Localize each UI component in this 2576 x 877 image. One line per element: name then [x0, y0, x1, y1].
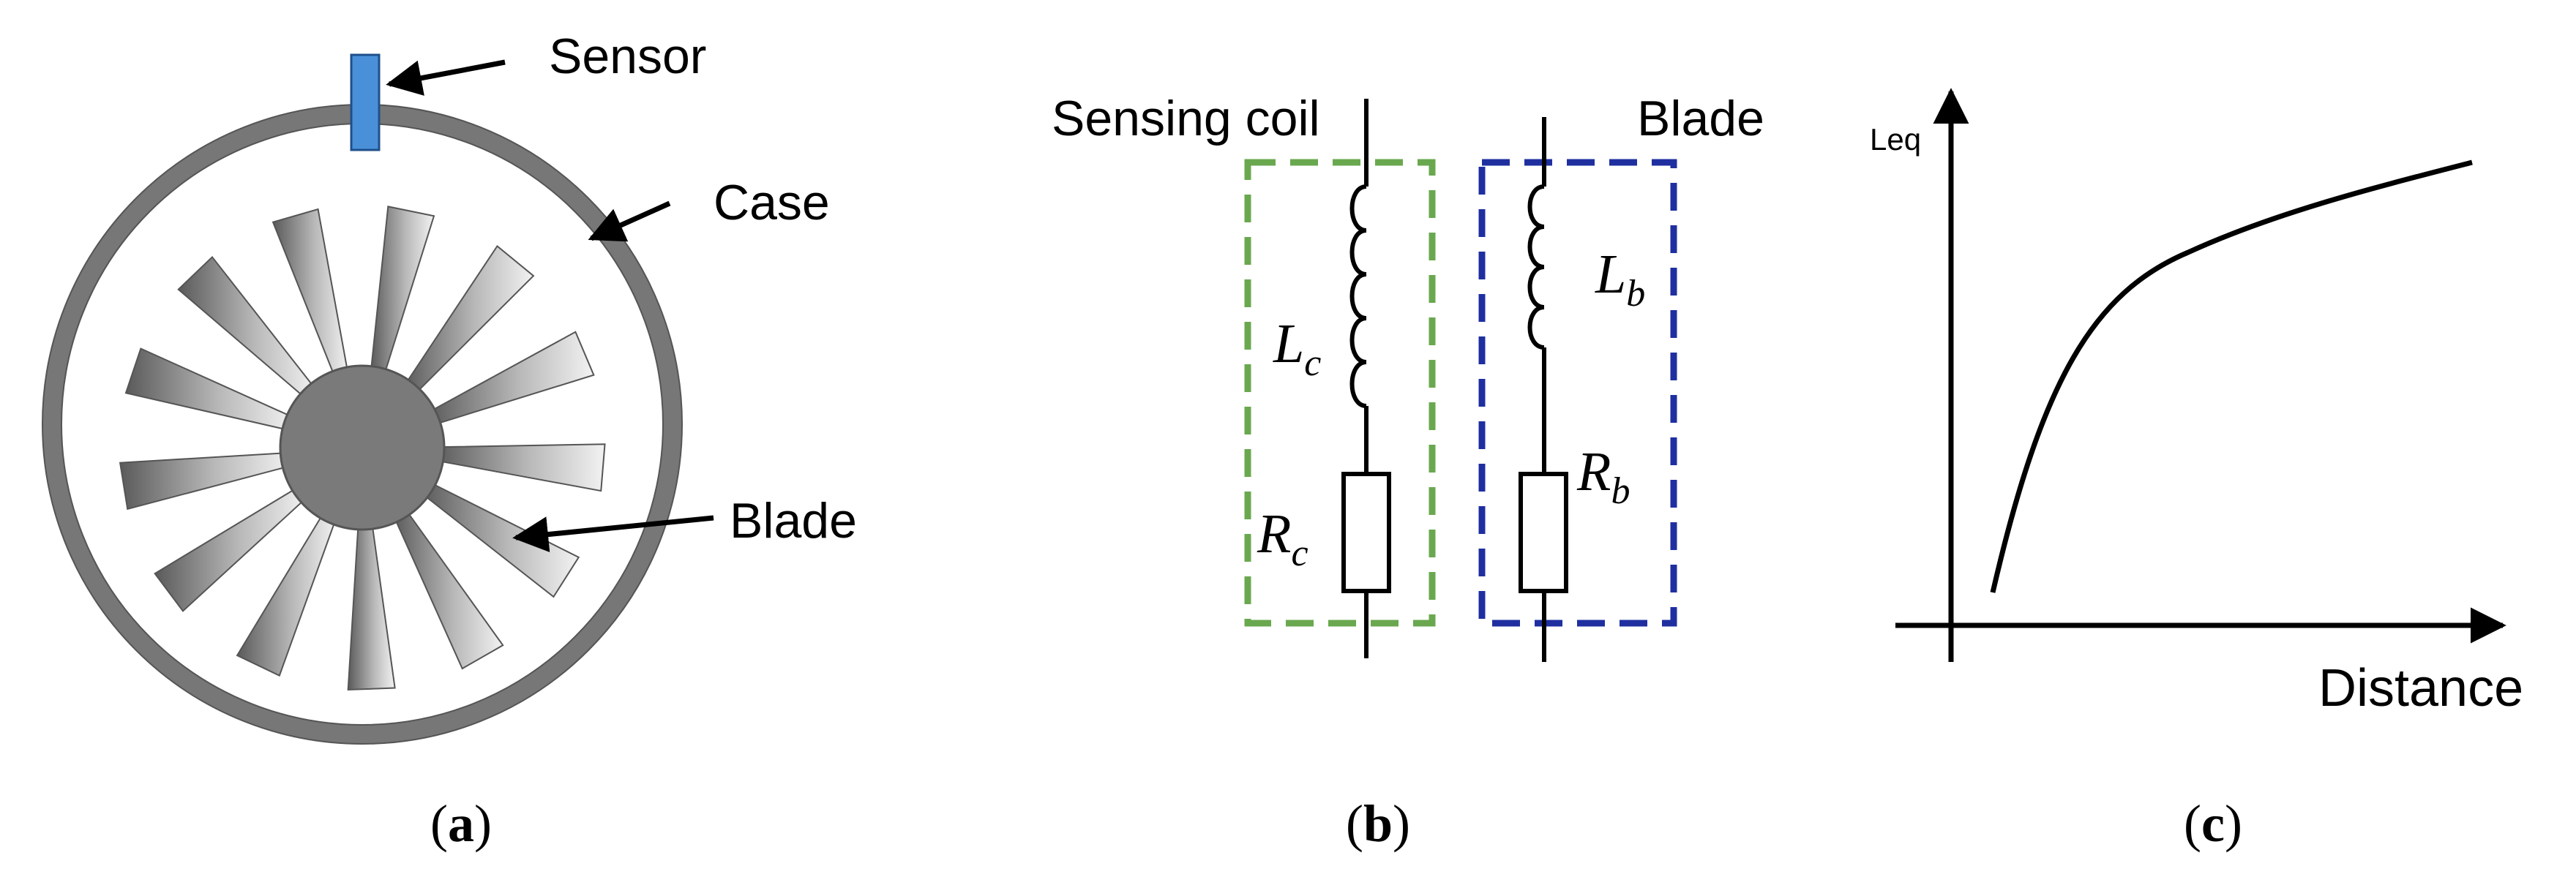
panel-a: Sensor Case Blade (a)	[42, 29, 857, 853]
inductor-lc	[1349, 184, 1367, 408]
sensor-label: Sensor	[549, 29, 706, 84]
lc-main: L	[1273, 313, 1304, 374]
lc-sub: c	[1304, 342, 1321, 384]
caption-b-open: (	[1346, 794, 1363, 853]
case-arrow	[588, 200, 671, 242]
hub	[279, 364, 446, 531]
caption-b-close: )	[1393, 794, 1410, 853]
rb-sub: b	[1611, 470, 1630, 512]
caption-c-open: (	[2184, 794, 2201, 853]
rc-label: Rc	[1257, 503, 1308, 574]
rc-main: R	[1257, 503, 1291, 565]
blades	[119, 206, 606, 691]
blade-arrow	[512, 515, 714, 552]
lb-sub: b	[1626, 273, 1645, 315]
caption-a-close: )	[474, 794, 492, 853]
blade-circuit-label: Blade	[1637, 91, 1764, 146]
y-axis-label: Leq	[1870, 122, 1921, 157]
panel-c: Leq Distance (c)	[1870, 88, 2523, 853]
panel-b: Sensing coil Blade Lc Rc Lb Rb (b)	[1052, 91, 1764, 853]
rc-sub: c	[1291, 532, 1308, 574]
blade-dashed-box	[1478, 159, 1677, 627]
leq-curve	[1990, 159, 2473, 593]
caption-b-letter: b	[1363, 794, 1393, 853]
sensor-arrow	[386, 59, 506, 96]
coil-dashed-box	[1244, 159, 1436, 627]
x-axis-label: Distance	[2318, 659, 2523, 718]
caption-c-letter: c	[2201, 794, 2225, 853]
lb-label: Lb	[1595, 244, 1645, 315]
caption-b: (b)	[1346, 794, 1410, 853]
sensing-coil-label: Sensing coil	[1052, 91, 1320, 146]
resistor-rc	[1341, 472, 1391, 593]
caption-a-open: (	[430, 794, 448, 853]
caption-c-close: )	[2225, 794, 2242, 853]
rb-main: R	[1576, 441, 1611, 503]
lb-main: L	[1595, 244, 1626, 305]
sensor-probe	[350, 53, 381, 151]
rb-label: Rb	[1576, 441, 1630, 512]
caption-a-letter: a	[448, 794, 474, 853]
blade-label: Blade	[730, 493, 857, 549]
lc-label: Lc	[1273, 313, 1321, 384]
resistor-rb	[1519, 472, 1568, 593]
inductor-lb	[1527, 184, 1545, 350]
caption-c: (c)	[2184, 794, 2242, 853]
caption-a: (a)	[430, 794, 492, 853]
case-label: Case	[714, 175, 830, 230]
